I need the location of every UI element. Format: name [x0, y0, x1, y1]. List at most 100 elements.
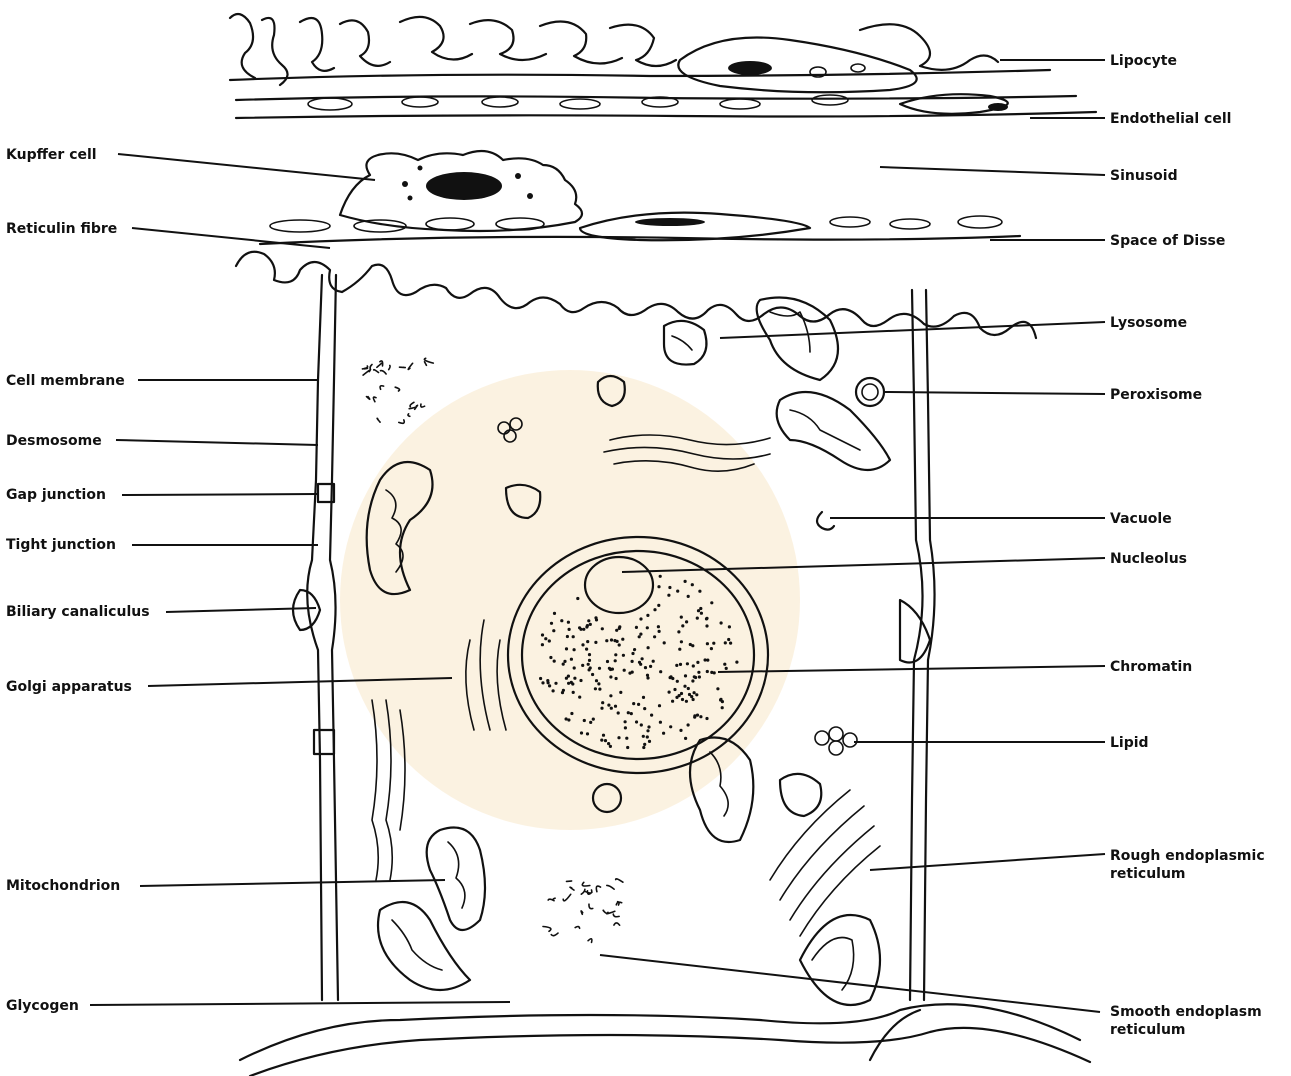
chromatin-dot [610, 707, 613, 710]
chromatin-dot [646, 735, 649, 738]
chromatin-dot [684, 737, 687, 740]
chromatin-dot [706, 642, 709, 645]
chromatin-dot [625, 737, 628, 740]
chromatin-dot [605, 639, 608, 642]
chromatin-dot [628, 672, 631, 675]
chromatin-dot [633, 648, 636, 651]
chromatin-dot [624, 726, 627, 729]
chromatin-dot [696, 661, 699, 664]
chromatin-dot [735, 661, 738, 664]
chromatin-dot [565, 717, 568, 720]
chromatin-dot [585, 625, 588, 628]
chromatin-dot [720, 621, 723, 624]
chromatin-dot [653, 608, 656, 611]
chromatin-dot [604, 739, 607, 742]
chromatin-dot [681, 624, 684, 627]
chromatin-dot [587, 663, 590, 666]
chromatin-dot [573, 677, 576, 680]
chromatin-dot [710, 647, 713, 650]
chromatin-dot [644, 666, 647, 669]
chromatin-dot [683, 685, 686, 688]
label-space-of-disse: Space of Disse [1110, 233, 1225, 249]
label-vacuole: Vacuole [1110, 511, 1172, 527]
chromatin-dot [597, 682, 600, 685]
chromatin-dot [607, 742, 610, 745]
chromatin-dot [548, 639, 551, 642]
chromatin-dot [541, 643, 544, 646]
chromatin-dot [606, 660, 609, 663]
label-smooth-er-line2: reticulum [1110, 1022, 1186, 1038]
chromatin-dot [716, 687, 719, 690]
chromatin-dot [728, 625, 731, 628]
chromatin-dot [727, 638, 730, 641]
chromatin-dot [662, 732, 665, 735]
chromatin-dot [724, 641, 727, 644]
chromatin-dot [692, 698, 695, 701]
chromatin-dot [695, 693, 698, 696]
chromatin-dot [693, 675, 696, 678]
chromatin-dot [618, 643, 621, 646]
chromatin-dot [615, 677, 618, 680]
chromatin-dot [659, 670, 662, 673]
chromatin-dot [566, 635, 569, 638]
chromatin-dot [594, 641, 597, 644]
chromatin-dot [631, 652, 634, 655]
chromatin-dot [689, 643, 692, 646]
label-sinusoid: Sinusoid [1110, 168, 1178, 184]
chromatin-dot [721, 706, 724, 709]
chromatin-dot [600, 739, 603, 742]
chromatin-dot [573, 648, 576, 651]
chromatin-dot [614, 653, 617, 656]
chromatin-dot [631, 660, 634, 663]
chromatin-dot [635, 626, 638, 629]
chromatin-dot [578, 626, 581, 629]
chromatin-dot [642, 735, 645, 738]
chromatin-dot [657, 625, 660, 628]
chromatin-dot [561, 691, 564, 694]
chromatin-dot [710, 601, 713, 604]
chromatin-dot [725, 667, 728, 670]
labels-left: Kupffer cell Reticulin fibre Cell membra… [6, 147, 150, 1014]
chromatin-dot [705, 624, 708, 627]
chromatin-dot [553, 660, 556, 663]
chromatin-dot [614, 659, 617, 662]
chromatin-dot [684, 580, 687, 583]
chromatin-dot [573, 666, 576, 669]
label-mitochondrion: Mitochondrion [6, 878, 120, 894]
chromatin-dot [693, 714, 696, 717]
label-smooth-er: Smooth endoplasm [1110, 1004, 1262, 1020]
chromatin-dot [627, 711, 630, 714]
chromatin-dot [679, 729, 682, 732]
chromatin-dot [668, 586, 671, 589]
chromatin-dot [647, 725, 650, 728]
chromatin-dot [673, 688, 676, 691]
er-squiggle [362, 358, 433, 423]
chromatin-dot [594, 687, 597, 690]
chromatin-dot [568, 628, 571, 631]
chromatin-dot [669, 675, 672, 678]
chromatin-dot [544, 637, 547, 640]
chromatin-dot [601, 627, 604, 630]
chromatin-dot [548, 684, 551, 687]
chromatin-dot [687, 687, 690, 690]
chromatin-dot [675, 664, 678, 667]
chromatin-dot [639, 617, 642, 620]
chromatin-dot [609, 668, 612, 671]
chromatin-dot [646, 674, 649, 677]
chromatin-dot [646, 626, 649, 629]
chromatin-dot [610, 638, 613, 641]
chromatin-dot [560, 619, 563, 622]
chromatin-dot [677, 630, 680, 633]
chromatin-dot [591, 673, 594, 676]
chromatin-dot [624, 720, 627, 723]
chromatin-dot [632, 702, 635, 705]
chromatin-dot [659, 721, 662, 724]
chromatin-dot [679, 663, 682, 666]
chromatin-dot [684, 674, 687, 677]
chromatin-dot [652, 660, 655, 663]
chromatin-dot [626, 746, 629, 749]
chromatin-dot [553, 612, 556, 615]
chromatin-dot [653, 635, 656, 638]
label-lipocyte: Lipocyte [1110, 53, 1177, 69]
